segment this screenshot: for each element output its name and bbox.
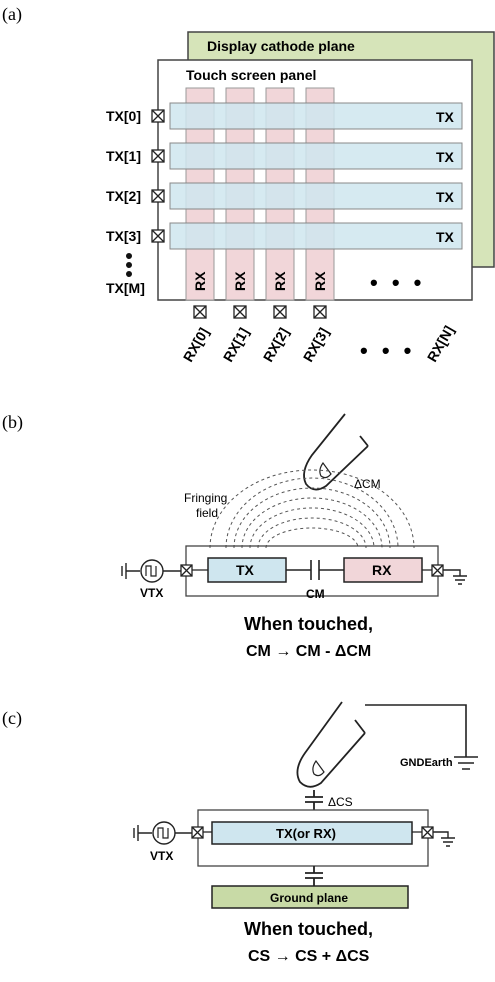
capacitor-delta-cs — [305, 790, 323, 810]
field-label: field — [196, 506, 218, 520]
panel-c-caption-1: When touched, — [244, 919, 373, 939]
pulse-source-icon — [121, 559, 181, 583]
ground-icon — [443, 569, 467, 585]
rx-col-label: RX[2] — [260, 325, 292, 365]
panel-b-label: (b) — [2, 412, 23, 433]
display-cathode-label: Display cathode plane — [207, 38, 355, 54]
tx-row-label: TX[1] — [106, 148, 141, 164]
tx-bar-label: TX — [436, 109, 455, 125]
ground-plane — [211, 885, 409, 909]
panel-ellipsis: • • • — [370, 270, 425, 295]
tx-vertical-dots — [126, 253, 132, 277]
rx-last-label: RX[N] — [424, 323, 457, 365]
rx-col-label: RX[3] — [300, 325, 332, 365]
cm-label: CM — [306, 587, 325, 601]
ground-plane-label: Ground plane — [270, 891, 348, 905]
tx-bar-label: TX — [436, 149, 455, 165]
tx-bar-label: TX — [436, 229, 455, 245]
fringing-field-arcs — [209, 469, 415, 549]
tx-terminals — [151, 109, 165, 243]
panel-c-label: (c) — [2, 708, 22, 729]
capacitor-cs — [305, 866, 323, 886]
tx-row-label: TX[3] — [106, 228, 141, 244]
earth-wire — [365, 704, 467, 757]
rx-electrode-label: RX — [372, 562, 392, 578]
tx-row — [169, 222, 463, 250]
earth-ground-icon — [454, 756, 478, 770]
delta-cs-label: ΔCS — [328, 795, 353, 809]
electrode-label: TX(or RX) — [276, 826, 336, 841]
rx-col-label: RX[1] — [220, 325, 252, 365]
rx-bar-label: RX — [192, 271, 208, 291]
finger-icon — [296, 701, 366, 788]
vtx-label: VTX — [150, 849, 173, 863]
tx-row — [169, 102, 463, 130]
rx-ellipsis: • • • — [360, 338, 415, 363]
rx-bar-label: RX — [312, 271, 328, 291]
capacitor-cm — [286, 560, 344, 580]
rx-terminals — [193, 305, 327, 319]
tx-rows — [169, 102, 463, 250]
tx-row-label: TX[0] — [106, 108, 141, 124]
tx-last-label: TX[M] — [106, 280, 145, 296]
tx-row — [169, 142, 463, 170]
panel-b-caption-1: When touched, — [244, 614, 373, 634]
panel-b-caption-2: CM → CM - ΔCM — [246, 643, 371, 660]
pulse-source-icon — [133, 821, 192, 845]
panel-c-caption-2: CS → CS + ΔCS — [248, 948, 370, 965]
tx-row-label: TX[2] — [106, 188, 141, 204]
touch-panel-label: Touch screen panel — [186, 67, 316, 83]
tx-row — [169, 182, 463, 210]
ground-icon — [433, 831, 455, 847]
tx-electrode-label: TX — [236, 562, 255, 578]
panel-a-label: (a) — [2, 4, 22, 25]
gnd-earth-label: GNDEarth — [400, 757, 453, 769]
vtx-label: VTX — [140, 586, 163, 600]
finger-icon — [303, 413, 369, 491]
fringing-label: Fringing — [184, 491, 227, 505]
rx-col-label: RX[0] — [180, 325, 212, 365]
rx-bar-label: RX — [232, 271, 248, 291]
delta-cm-label: ΔCM — [354, 477, 381, 491]
electrode-bar — [211, 821, 413, 845]
rx-bar-label: RX — [272, 271, 288, 291]
tx-bar-label: TX — [436, 189, 455, 205]
